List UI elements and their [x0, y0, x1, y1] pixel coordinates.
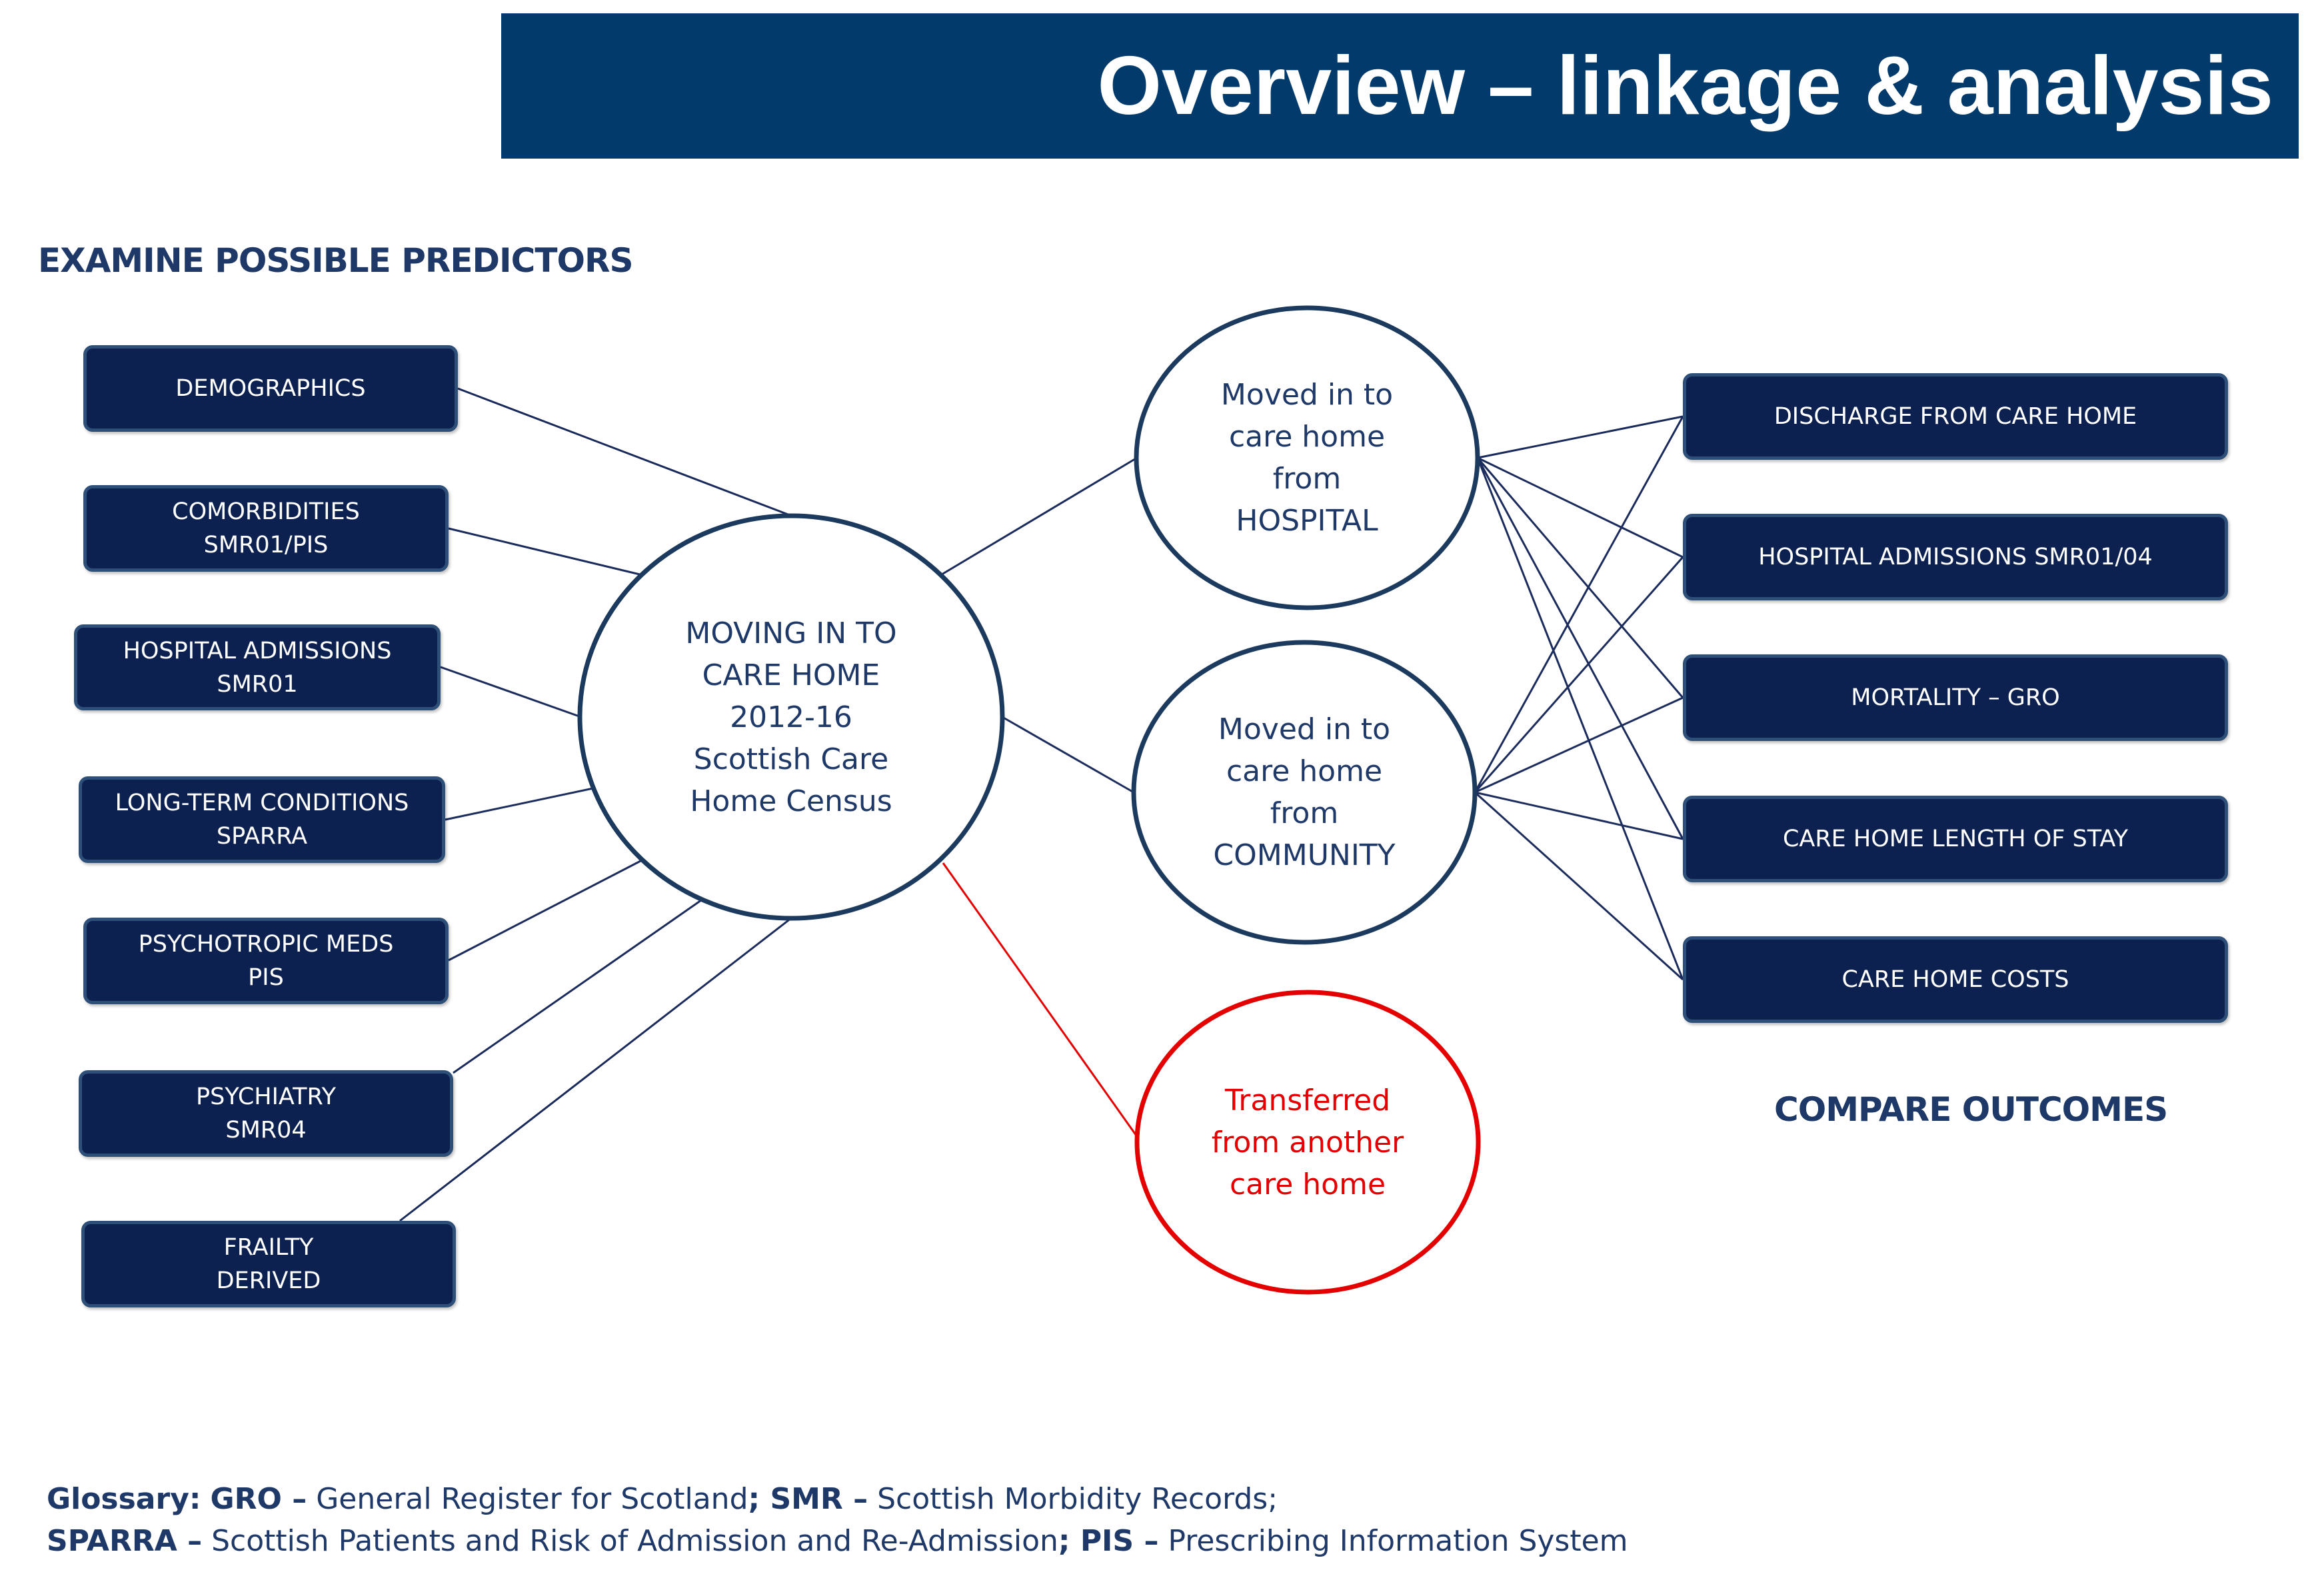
connector-central-community — [1002, 716, 1134, 794]
predictor-label: PSYCHIATRY — [196, 1084, 336, 1110]
glossary-definition: Scottish Patients and Risk of Admission … — [202, 1524, 1058, 1558]
connector-community-to-discharge — [1474, 416, 1684, 793]
hospital-line: HOSPITAL — [1236, 504, 1378, 538]
glossary-definition: General Register for Scotland — [307, 1482, 748, 1516]
glossary-definition: Scottish Morbidity Records — [868, 1482, 1268, 1516]
predictor-source: SPARRA — [216, 823, 308, 850]
connector-predictor-psychotropic-meds — [448, 858, 644, 962]
transfer-line: care home — [1229, 1167, 1386, 1201]
transfer-line: from another — [1211, 1125, 1404, 1160]
connector-predictor-comorbidities — [448, 527, 640, 576]
connector-community-to-length-of-stay — [1474, 791, 1684, 840]
connector-predictor-psychiatry — [453, 899, 702, 1074]
glossary-term: PIS – — [1080, 1524, 1159, 1558]
central-line: MOVING IN TO — [685, 616, 897, 650]
central-line: 2012-16 — [730, 700, 852, 734]
connector-hospital-to-length-of-stay — [1476, 457, 1684, 840]
connector-predictor-hospital-admissions — [440, 666, 582, 718]
hospital-line: care home — [1228, 420, 1386, 454]
glossary-line-1: Glossary: GRO – General Register for Sco… — [47, 1478, 1628, 1520]
glossary-label: Glossary: — [47, 1482, 201, 1516]
glossary-separator: ; — [1268, 1482, 1278, 1516]
title-banner: Overview – linkage & analysis — [501, 13, 2299, 159]
hospital-circle — [1134, 305, 1480, 610]
glossary-separator: ; — [748, 1482, 770, 1516]
central-line: Home Census — [690, 784, 892, 818]
transfer-line: Transferred — [1224, 1083, 1391, 1118]
outcome-hospital-admissions: HOSPITAL ADMISSIONS SMR01/04 — [1683, 514, 2228, 600]
connector-hospital-to-mortality — [1476, 457, 1684, 698]
page-title: Overview – linkage & analysis — [1097, 40, 2273, 132]
predictor-psychotropic-meds: PSYCHOTROPIC MEDS PIS — [83, 918, 449, 1004]
hospital-line: from — [1272, 462, 1342, 496]
glossary-definition: Prescribing Information System — [1158, 1524, 1628, 1558]
connector-hospital-to-discharge — [1477, 415, 1684, 459]
predictor-label: COMORBIDITIES — [172, 498, 360, 525]
predictor-source: SMR01 — [217, 670, 298, 698]
outcome-length-of-stay: CARE HOME LENGTH OF STAY — [1683, 796, 2228, 882]
hospital-line: Moved in to — [1220, 378, 1394, 412]
predictor-source: SMR04 — [225, 1117, 307, 1144]
outcomes-heading: COMPARE OUTCOMES — [1774, 1090, 2168, 1129]
predictors-heading: EXAMINE POSSIBLE PREDICTORS — [38, 241, 633, 280]
glossary-separator: ; — [1058, 1524, 1080, 1558]
predictor-label: HOSPITAL ADMISSIONS — [123, 637, 392, 664]
predictor-label: FRAILTY — [223, 1234, 314, 1261]
predictor-source: PIS — [248, 964, 284, 991]
predictor-source: SMR01/PIS — [203, 532, 329, 558]
community-line: from — [1270, 796, 1339, 830]
glossary-line-2: SPARRA – Scottish Patients and Risk of A… — [47, 1520, 1628, 1562]
glossary-term: SMR – — [770, 1482, 868, 1516]
outcome-label: HOSPITAL ADMISSIONS SMR01/04 — [1758, 544, 2153, 570]
connector-central-hospital — [941, 456, 1138, 576]
central-circle — [577, 513, 1005, 921]
predictor-hospital-admissions: HOSPITAL ADMISSIONS SMR01 — [74, 624, 441, 710]
predictor-demographics: DEMOGRAPHICS — [83, 345, 458, 432]
outcome-label: CARE HOME COSTS — [1841, 966, 2069, 993]
glossary-term: GRO – — [210, 1482, 307, 1516]
outcome-mortality: MORTALITY – GRO — [1683, 654, 2228, 741]
predictor-label: DEMOGRAPHICS — [175, 375, 366, 402]
transfer-circle — [1134, 990, 1481, 1295]
hospital-node-text: Moved in to care home from HOSPITAL — [1140, 311, 1474, 604]
connector-community-to-mortality — [1474, 696, 1684, 794]
predictor-label: PSYCHOTROPIC MEDS — [138, 931, 394, 958]
central-line: Scottish Care — [693, 742, 889, 776]
predictor-comorbidities: COMORBIDITIES SMR01/PIS — [83, 485, 449, 572]
outcome-label: CARE HOME LENGTH OF STAY — [1782, 826, 2129, 852]
connector-hospital-to-costs — [1476, 457, 1684, 980]
connector-community-to-costs — [1474, 791, 1684, 981]
predictor-label: LONG-TERM CONDITIONS — [115, 790, 409, 816]
outcome-label: MORTALITY – GRO — [1851, 684, 2060, 711]
connector-central-to-transfer — [942, 862, 1142, 1143]
outcome-label: DISCHARGE FROM CARE HOME — [1773, 403, 2137, 430]
outcome-costs: CARE HOME COSTS — [1683, 936, 2228, 1023]
predictor-long-term-conditions: LONG-TERM CONDITIONS SPARRA — [79, 776, 445, 863]
community-node-text: Moved in to care home from COMMUNITY — [1138, 646, 1471, 939]
transfer-node-text: Transferred from another care home — [1141, 996, 1474, 1289]
connector-predictor-demographics — [457, 387, 790, 516]
glossary-term: SPARRA – — [47, 1524, 203, 1558]
predictor-psychiatry: PSYCHIATRY SMR04 — [79, 1070, 453, 1157]
community-line: care home — [1226, 754, 1383, 788]
community-line: COMMUNITY — [1213, 838, 1396, 872]
connector-hospital-to-hospital-admissions — [1477, 456, 1684, 558]
predictor-frailty: FRAILTY DERIVED — [81, 1221, 456, 1307]
connector-predictor-long-term-conditions — [445, 787, 594, 821]
community-line: Moved in to — [1218, 712, 1391, 746]
central-line: CARE HOME — [702, 658, 880, 692]
glossary: Glossary: GRO – General Register for Sco… — [47, 1478, 1628, 1562]
central-node-text: MOVING IN TO CARE HOME 2012-16 Scottish … — [591, 517, 991, 917]
connector-predictor-frailty — [399, 917, 792, 1222]
predictor-source: DERIVED — [216, 1267, 321, 1294]
outcome-discharge: DISCHARGE FROM CARE HOME — [1683, 373, 2228, 460]
community-circle — [1131, 640, 1478, 945]
connector-community-to-hospital-admissions — [1474, 556, 1684, 793]
